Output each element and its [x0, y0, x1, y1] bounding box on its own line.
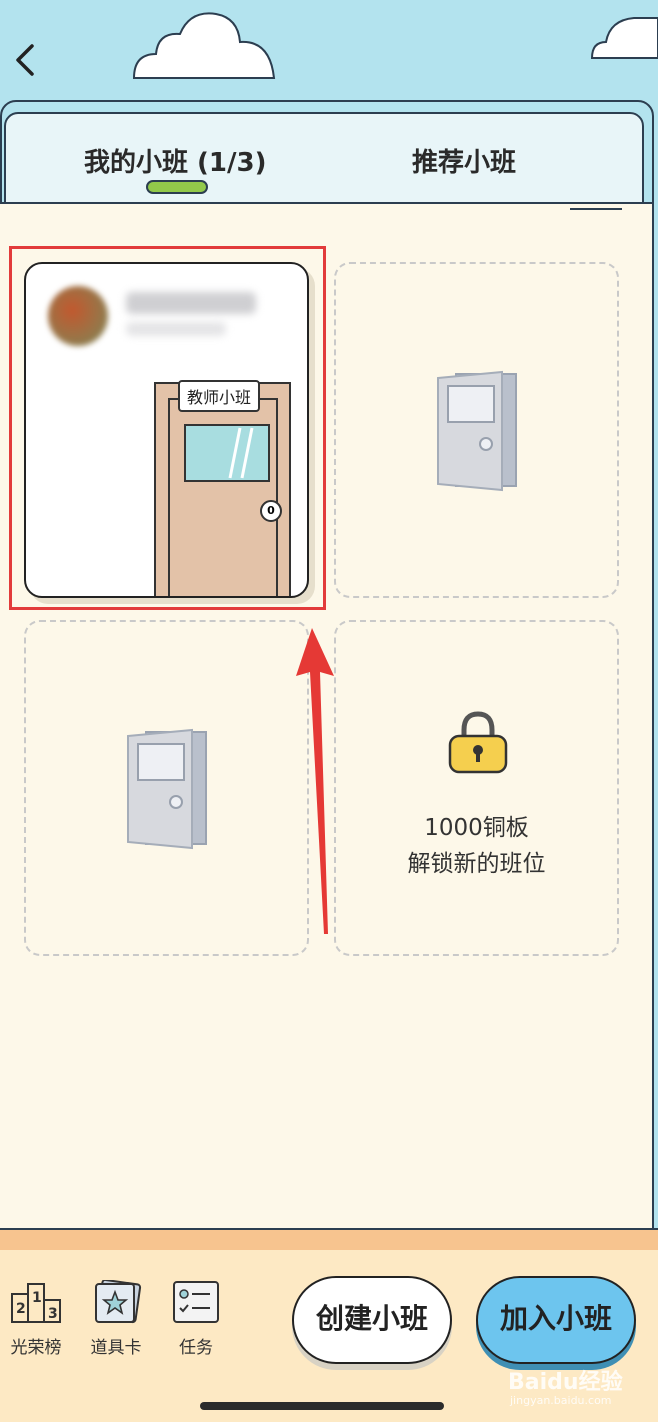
class-card[interactable]: 0 教师小班 [24, 262, 309, 598]
create-class-button[interactable]: 创建小班 [292, 1276, 452, 1364]
glass-shine [228, 427, 254, 479]
open-door-icon [437, 370, 517, 492]
bottom-divider [0, 1228, 658, 1250]
checklist-icon [173, 1281, 219, 1323]
unlock-description: 解锁新的班位 [407, 851, 546, 877]
tab-bar: 我的小班 (1/3) 推荐小班 [4, 112, 644, 204]
avatar [48, 286, 108, 346]
lock-icon [448, 711, 508, 774]
tab-recommended-classes[interactable]: 推荐小班 [412, 148, 517, 178]
locked-class-slot[interactable]: 1000铜板 解锁新的班位 [334, 620, 619, 956]
active-tab-indicator [146, 180, 208, 194]
cloud-decoration [132, 12, 276, 79]
item-cards-label: 道具卡 [90, 1338, 142, 1358]
watermark-url: jingyan.baidu.com [510, 1394, 612, 1407]
bottom-toolbar: 2 1 3 光荣榜 道具卡 任务 创建小班 加入小班 [0, 1250, 658, 1422]
podium-icon: 2 1 3 [11, 1283, 61, 1323]
divider [570, 208, 622, 210]
home-indicator [200, 1402, 444, 1410]
svg-text:2: 2 [16, 1301, 26, 1317]
door-window [184, 424, 270, 482]
class-info-blurred [126, 322, 226, 336]
highlight-box [9, 246, 326, 610]
item-cards-button[interactable]: 道具卡 [86, 1278, 146, 1358]
door-knob-icon: 0 [260, 500, 282, 522]
annotation-arrow [296, 628, 334, 934]
cloud-decoration [590, 17, 658, 59]
tasks-button[interactable]: 任务 [166, 1280, 226, 1358]
svg-text:1: 1 [32, 1290, 42, 1306]
unlock-price: 1000铜板 [424, 815, 529, 841]
leaderboard-label: 光荣榜 [10, 1338, 62, 1358]
open-door-icon [127, 728, 207, 850]
tab-my-classes[interactable]: 我的小班 (1/3) [84, 148, 267, 178]
chevron-left-icon[interactable] [10, 42, 40, 78]
svg-text:3: 3 [48, 1306, 58, 1322]
tasks-label: 任务 [179, 1338, 213, 1358]
watermark-logo: Baidu经验 [508, 1370, 623, 1395]
star-card-icon [95, 1278, 142, 1324]
class-name-blurred [126, 292, 256, 314]
join-class-button[interactable]: 加入小班 [476, 1276, 636, 1364]
empty-class-slot[interactable] [24, 620, 309, 956]
leaderboard-button[interactable]: 2 1 3 光荣榜 [6, 1280, 66, 1358]
empty-class-slot[interactable] [334, 262, 619, 598]
class-type-sign: 教师小班 [178, 380, 261, 412]
